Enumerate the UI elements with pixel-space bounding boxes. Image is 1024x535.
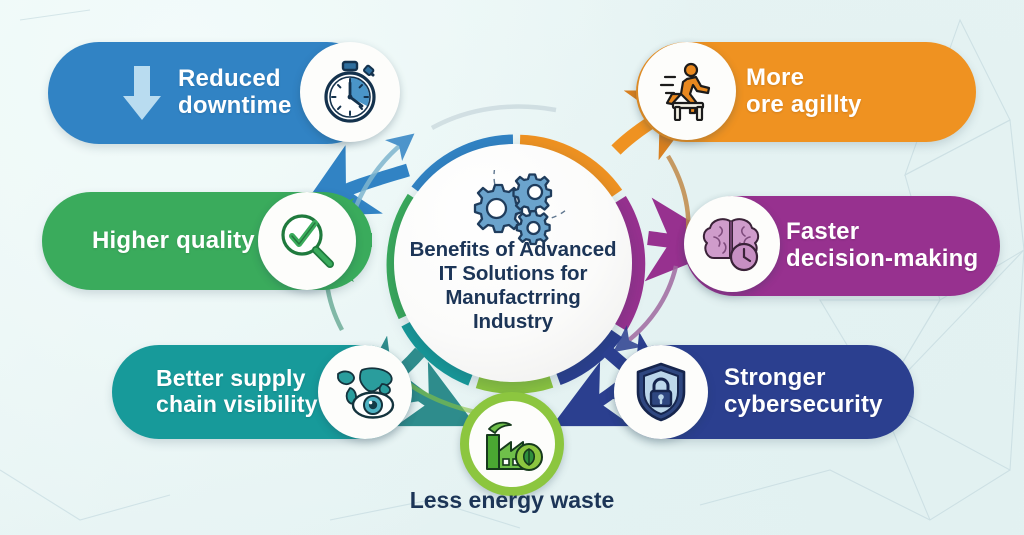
center-ring: Benefits of Advanced IT Solutions for Ma…: [368, 118, 658, 408]
benefit-label: Better supply chain visibility: [156, 365, 318, 417]
icon-circle-reduced-downtime[interactable]: [300, 42, 400, 142]
magnifier-check-icon: [281, 214, 334, 268]
benefit-label: Higher quality: [92, 226, 255, 254]
icon-circle-higher-quality[interactable]: [258, 192, 356, 290]
icon-circle-stronger-cybersecurity[interactable]: [614, 345, 708, 439]
brain-clock-icon: [702, 218, 760, 272]
icon-circle-more-agility[interactable]: [638, 42, 736, 140]
center-title: Benefits of Advanced IT Solutions for Ma…: [409, 238, 617, 333]
icon-circle-better-supply-chain-visibility[interactable]: [318, 345, 412, 439]
stopwatch-icon: [324, 60, 376, 123]
icon-circle-less-energy-waste[interactable]: [460, 392, 564, 496]
center-circle: Benefits of Advanced IT Solutions for Ma…: [394, 144, 632, 382]
shield-lock-icon: [636, 362, 686, 422]
benefit-label: More ore agillty: [746, 64, 862, 118]
benefit-label: Faster decision-making: [786, 218, 979, 272]
gears-icon: [473, 170, 568, 246]
benefit-label: Reduced downtime: [178, 65, 292, 119]
factory-leaf-icon: [486, 421, 543, 471]
icon-circle-faster-decision-making[interactable]: [684, 196, 780, 292]
down-arrow-icon: [123, 66, 161, 120]
hurdle-runner-icon: [659, 62, 711, 121]
benefit-label: Stronger cybersecurity: [724, 364, 883, 418]
globe-eye-icon: [337, 367, 395, 419]
benefit-label-less-energy-waste: Less energy waste: [409, 487, 615, 513]
